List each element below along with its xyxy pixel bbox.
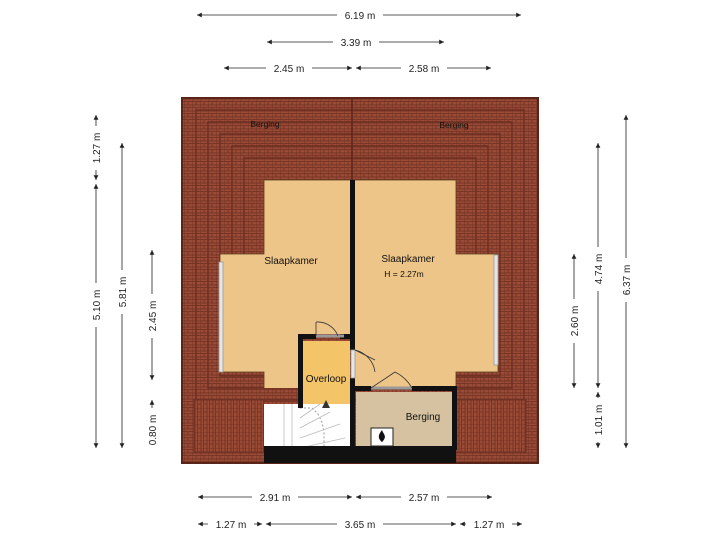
doors bbox=[315, 321, 413, 390]
wall-overloop-left bbox=[298, 334, 303, 408]
label-berging-small: Berging bbox=[406, 412, 440, 423]
wall-berging-top-right bbox=[412, 386, 456, 391]
wall-berging-right bbox=[452, 386, 457, 450]
dim-right-middle: 2.60 m bbox=[570, 306, 581, 337]
wall-berging-top-left bbox=[355, 386, 371, 391]
label-height: H = 2.27m bbox=[384, 269, 423, 279]
dim-left-inner: 5.81 m bbox=[118, 277, 129, 308]
dim-top-middle: 3.39 m bbox=[341, 38, 372, 49]
label-overloop: Overloop bbox=[306, 374, 347, 385]
label-berging-top-right: Berging bbox=[439, 120, 469, 130]
boiler-icon bbox=[370, 427, 394, 447]
dimension-labels-top: 6.19 m 3.39 m 2.45 m 2.58 m bbox=[266, 8, 447, 75]
door-berging bbox=[370, 371, 396, 389]
dim-top-total: 6.19 m bbox=[345, 11, 376, 22]
dim-right-inner: 4.74 m bbox=[594, 254, 605, 285]
wall-overloop-top bbox=[298, 334, 316, 339]
dim-top-left: 2.45 m bbox=[274, 64, 305, 75]
room-slaapkamer-right bbox=[355, 179, 499, 388]
dim-bottom-left: 2.91 m bbox=[260, 493, 291, 504]
dimension-labels-right: 2.60 m 4.74 m 1.01 m 6.37 m bbox=[567, 247, 633, 442]
dim-bottom-c: 1.27 m bbox=[474, 520, 505, 531]
door-arc-berging bbox=[394, 371, 413, 389]
dim-left-middle: 2.45 m bbox=[148, 301, 159, 332]
staircase bbox=[264, 400, 352, 450]
wall-overloop-right-lower bbox=[350, 378, 355, 450]
window-right bbox=[493, 254, 499, 366]
label-slaapkamer-right: Slaapkamer bbox=[381, 254, 435, 265]
wall-center bbox=[350, 180, 355, 336]
door-arc-right bbox=[354, 349, 376, 373]
dim-bottom-b: 3.65 m bbox=[345, 520, 376, 531]
door-arc-left bbox=[315, 321, 339, 337]
walls bbox=[264, 180, 457, 463]
window-overloop bbox=[350, 349, 356, 379]
dimension-labels-bottom: 2.91 m 2.57 m 1.27 m 3.65 m 1.27 m bbox=[208, 490, 512, 531]
dim-top-right: 2.58 m bbox=[409, 64, 440, 75]
dim-right-bottom: 1.01 m bbox=[594, 405, 605, 436]
window-left bbox=[218, 261, 224, 373]
dimension-labels-left: 1.27 m 5.10 m 5.81 m 2.45 m 0.80 m bbox=[89, 126, 159, 452]
wall-overloop-right-upper bbox=[350, 336, 355, 350]
dim-bottom-a: 1.27 m bbox=[216, 520, 247, 531]
wall-overloop-top-right bbox=[340, 334, 355, 339]
dim-left-total: 5.10 m bbox=[92, 290, 103, 321]
wall-bottom bbox=[264, 446, 456, 463]
dim-left-top: 1.27 m bbox=[92, 133, 103, 164]
dim-left-bottom: 0.80 m bbox=[148, 415, 159, 446]
windows bbox=[218, 254, 499, 379]
dim-right-total: 6.37 m bbox=[622, 265, 633, 296]
label-berging-top-left: Berging bbox=[250, 119, 280, 129]
label-slaapkamer-left: Slaapkamer bbox=[264, 256, 318, 267]
dim-bottom-right: 2.57 m bbox=[409, 493, 440, 504]
room-overloop bbox=[303, 341, 350, 404]
